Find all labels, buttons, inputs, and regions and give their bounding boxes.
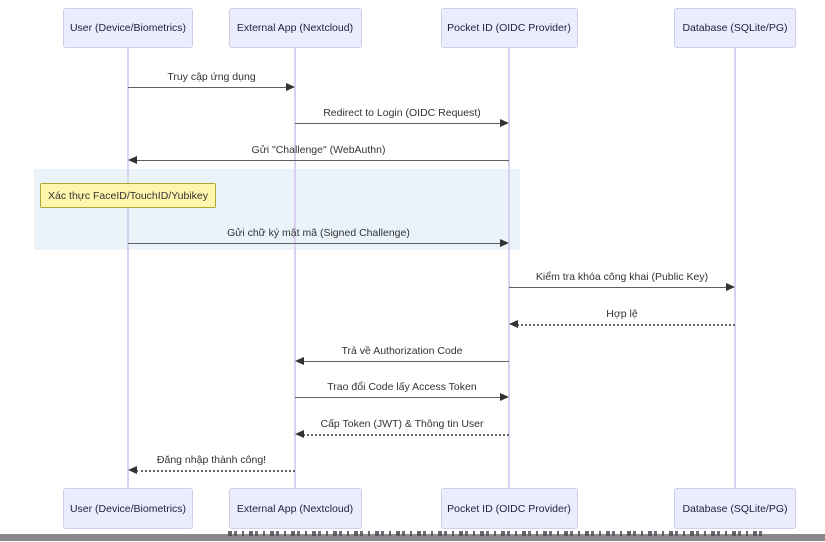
message-line-solid (295, 123, 501, 124)
auth-note: Xác thực FaceID/TouchID/Yubikey (40, 183, 216, 208)
message-line-dashed (517, 324, 735, 326)
lifeline-user (127, 48, 129, 488)
arrow-head (286, 83, 295, 91)
message-line-solid (303, 361, 509, 362)
message-label: Trao đổi Code lấy Access Token (327, 381, 477, 393)
auth-highlight-region (34, 169, 520, 250)
message-line-solid (128, 87, 287, 88)
message-label: Kiểm tra khóa công khai (Public Key) (535, 271, 709, 283)
message-label: Hợp lệ (606, 308, 638, 320)
arrow-head (295, 430, 304, 438)
actor-bottom-app: External App (Nextcloud) (228, 488, 362, 529)
lifeline-db (734, 48, 736, 488)
actor-bottom-idp: Pocket ID (OIDC Provider) (440, 488, 578, 529)
auth-note-label: Xác thực FaceID/TouchID/Yubikey (48, 189, 208, 202)
arrow-head (128, 156, 137, 164)
message-label: Gửi "Challenge" (WebAuthn) (251, 144, 386, 156)
actor-top-idp: Pocket ID (OIDC Provider) (440, 8, 578, 48)
clipped-text-fragment (228, 531, 762, 536)
message-label: Trả về Authorization Code (341, 345, 463, 357)
arrow-head (295, 357, 304, 365)
message-line-dashed (136, 470, 295, 472)
arrow-head (500, 393, 509, 401)
message-line-solid (509, 287, 727, 288)
actor-top-app: External App (Nextcloud) (228, 8, 362, 48)
arrow-head (509, 320, 518, 328)
arrow-head (500, 239, 509, 247)
message-line-dashed (303, 434, 509, 436)
message-line-solid (128, 243, 501, 244)
message-label: Redirect to Login (OIDC Request) (323, 107, 481, 119)
actor-bottom-user: User (Device/Biometrics) (63, 488, 193, 529)
lifeline-idp (508, 48, 510, 488)
actor-top-user: User (Device/Biometrics) (63, 8, 193, 48)
message-label: Đăng nhập thành công! (156, 454, 267, 466)
arrow-head (128, 466, 137, 474)
message-line-solid (136, 160, 509, 161)
arrow-head (726, 283, 735, 291)
actor-top-db: Database (SQLite/PG) (674, 8, 796, 48)
actor-bottom-db: Database (SQLite/PG) (674, 488, 796, 529)
bottom-divider-bar (0, 534, 825, 541)
message-line-solid (295, 397, 501, 398)
lifeline-app (294, 48, 296, 488)
arrow-head (500, 119, 509, 127)
message-label: Cấp Token (JWT) & Thông tin User (320, 418, 484, 430)
message-label: Truy cập ứng dụng (167, 71, 256, 83)
message-label: Gửi chữ ký mật mã (Signed Challenge) (227, 227, 410, 239)
